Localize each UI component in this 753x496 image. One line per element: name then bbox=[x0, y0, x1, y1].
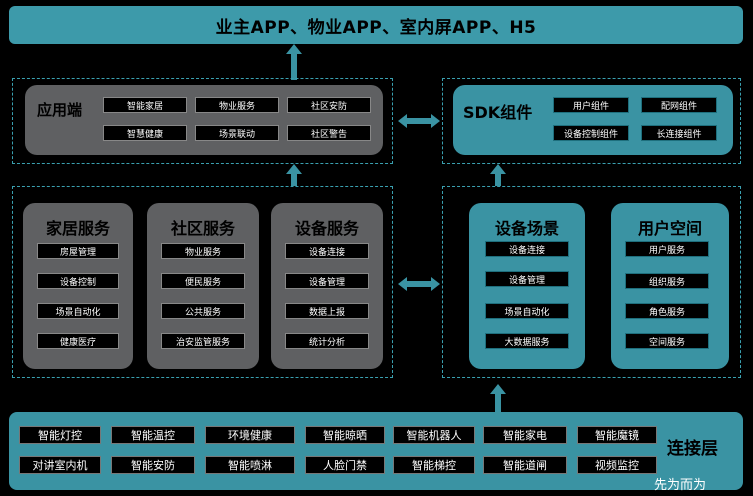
device-service-box: 设备服务 设备连接 设备管理 数据上报 统计分析 bbox=[271, 203, 383, 369]
device-service-title: 设备服务 bbox=[294, 219, 359, 238]
app-layer-box: 应用端 智能家居 物业服务 社区安防 智慧健康 场景联动 社区警告 bbox=[25, 85, 383, 155]
app-item: 智慧健康 bbox=[103, 125, 187, 141]
space-item: 角色服务 bbox=[625, 303, 709, 319]
sdk-item: 用户组件 bbox=[553, 97, 629, 113]
client-apps-banner: 业主APP、物业APP、室内屏APP、H5 bbox=[9, 6, 743, 44]
user-space-title: 用户空间 bbox=[637, 219, 702, 238]
app-item: 社区警告 bbox=[287, 125, 371, 141]
device-scene-title: 设备场景 bbox=[494, 219, 559, 238]
arrow-up-icon bbox=[286, 164, 302, 186]
app-item: 物业服务 bbox=[195, 97, 279, 113]
app-item: 场景联动 bbox=[195, 125, 279, 141]
client-apps-title: 业主APP、物业APP、室内屏APP、H5 bbox=[215, 17, 537, 38]
user-space-box: 用户空间 用户服务 组织服务 角色服务 空间服务 bbox=[611, 203, 729, 369]
home-service-title: 家居服务 bbox=[45, 219, 110, 238]
service-item: 设备连接 bbox=[285, 243, 369, 259]
scene-item: 设备连接 bbox=[485, 241, 569, 257]
sdk-title: SDK组件 bbox=[463, 103, 533, 122]
device-chip: 对讲室内机 bbox=[19, 456, 101, 474]
device-chip: 智能梯控 bbox=[393, 456, 475, 474]
app-layer-title: 应用端 bbox=[37, 101, 83, 119]
arrow-up-icon bbox=[286, 44, 302, 80]
sdk-frame: SDK组件 用户组件 配网组件 设备控制组件 长连接组件 bbox=[442, 78, 741, 164]
community-service-box: 社区服务 物业服务 便民服务 公共服务 治安监管服务 bbox=[147, 203, 259, 369]
device-chip: 智能晾晒 bbox=[305, 426, 385, 444]
service-item: 房屋管理 bbox=[37, 243, 119, 259]
service-item: 物业服务 bbox=[161, 243, 245, 259]
device-scene-box: 设备场景 设备连接 设备管理 场景自动化 大数据服务 bbox=[469, 203, 585, 369]
service-item: 健康医疗 bbox=[37, 333, 119, 349]
scene-item: 设备管理 bbox=[485, 271, 569, 287]
device-chip: 视频监控 bbox=[577, 456, 657, 474]
space-item: 用户服务 bbox=[625, 241, 709, 257]
sdk-item: 长连接组件 bbox=[641, 125, 717, 141]
app-item: 社区安防 bbox=[287, 97, 371, 113]
watermark: 先为而为 bbox=[654, 478, 707, 493]
device-chip: 智能魔镜 bbox=[577, 426, 657, 444]
space-item: 空间服务 bbox=[625, 333, 709, 349]
connection-layer-title: 连接层 bbox=[667, 439, 718, 459]
device-chip: 智能安防 bbox=[111, 456, 195, 474]
service-item: 统计分析 bbox=[285, 333, 369, 349]
device-chip: 智能灯控 bbox=[19, 426, 101, 444]
double-arrow-icon bbox=[398, 277, 440, 291]
device-chip: 环境健康 bbox=[205, 426, 295, 444]
sdk-item: 配网组件 bbox=[641, 97, 717, 113]
device-chip: 人脸门禁 bbox=[305, 456, 385, 474]
device-chip: 智能道闸 bbox=[483, 456, 567, 474]
community-service-title: 社区服务 bbox=[170, 219, 235, 238]
sdk-item: 设备控制组件 bbox=[553, 125, 629, 141]
device-chip: 智能家电 bbox=[483, 426, 567, 444]
arrow-up-icon bbox=[490, 164, 506, 186]
service-item: 设备管理 bbox=[285, 273, 369, 289]
device-chip: 智能机器人 bbox=[393, 426, 475, 444]
device-chip: 智能喷淋 bbox=[205, 456, 295, 474]
device-chip: 智能温控 bbox=[111, 426, 195, 444]
double-arrow-icon bbox=[398, 114, 440, 128]
arrow-up-icon bbox=[490, 384, 506, 412]
connection-layer-box: 智能灯控 智能温控 环境健康 智能晾晒 智能机器人 智能家电 智能魔镜 对讲室内… bbox=[9, 412, 743, 490]
service-item: 便民服务 bbox=[161, 273, 245, 289]
app-layer-frame: 应用端 智能家居 物业服务 社区安防 智慧健康 场景联动 社区警告 bbox=[12, 78, 393, 164]
service-item: 治安监管服务 bbox=[161, 333, 245, 349]
services-frame: 家居服务 房屋管理 设备控制 场景自动化 健康医疗 社区服务 物业服务 便民服务… bbox=[12, 186, 393, 378]
service-item: 公共服务 bbox=[161, 303, 245, 319]
service-item: 数据上报 bbox=[285, 303, 369, 319]
home-service-box: 家居服务 房屋管理 设备控制 场景自动化 健康医疗 bbox=[23, 203, 133, 369]
sdk-box: SDK组件 用户组件 配网组件 设备控制组件 长连接组件 bbox=[453, 85, 733, 155]
scene-item: 场景自动化 bbox=[485, 303, 569, 319]
service-item: 设备控制 bbox=[37, 273, 119, 289]
service-item: 场景自动化 bbox=[37, 303, 119, 319]
app-item: 智能家居 bbox=[103, 97, 187, 113]
space-item: 组织服务 bbox=[625, 273, 709, 289]
scene-item: 大数据服务 bbox=[485, 333, 569, 349]
platform-frame: 设备场景 设备连接 设备管理 场景自动化 大数据服务 用户空间 用户服务 组织服… bbox=[442, 186, 741, 378]
